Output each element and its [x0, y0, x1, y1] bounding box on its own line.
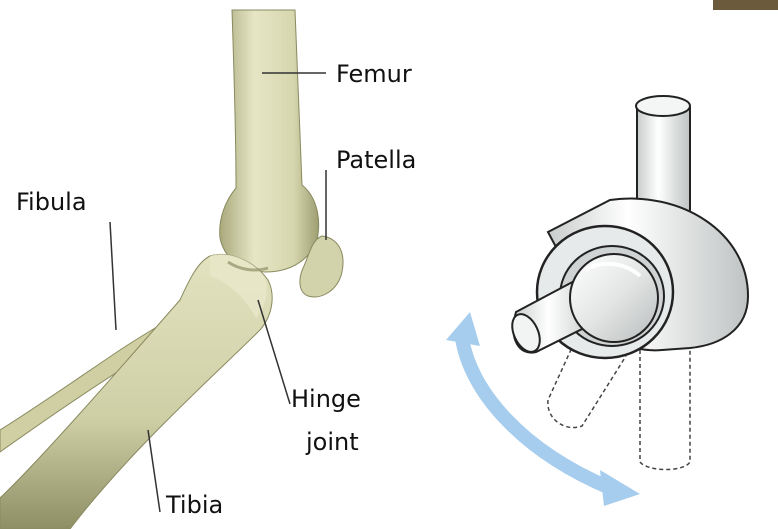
- label-tibia: Tibia: [166, 493, 223, 517]
- motion-arrowhead-top: [446, 312, 480, 346]
- tibia-bone: [0, 254, 272, 529]
- hinge-ball: [570, 254, 658, 342]
- motion-arrowhead-bottom: [600, 470, 640, 506]
- hinge-model: [446, 96, 748, 506]
- tibia-leader-line: [148, 430, 160, 512]
- motion-arc-arrow: [462, 338, 610, 488]
- label-hinge: Hinge: [291, 387, 361, 411]
- fibula-leader-line: [110, 222, 116, 330]
- bone-illustration: [0, 10, 343, 529]
- label-femur: Femur: [336, 62, 412, 86]
- hinge-leader-line: [258, 300, 290, 404]
- label-joint: joint: [306, 430, 359, 454]
- label-fibula: Fibula: [16, 190, 87, 214]
- top-cylinder-cap: [636, 96, 690, 116]
- label-patella: Patella: [336, 148, 416, 172]
- dashed-rod-vertical: [640, 350, 690, 470]
- femur-bone: [220, 10, 319, 272]
